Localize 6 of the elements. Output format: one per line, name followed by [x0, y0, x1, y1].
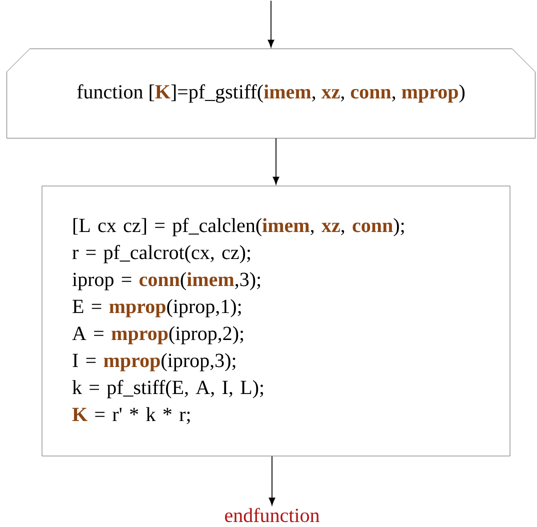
process-box: [L cx cz] = pf_calclen(imem, xz, conn); r = pf_calcrot(cx, cz); iprop = conn(imem,3); E = mprop(iprop,1); A = mprop(iprop,2); I = mprop(iprop,3); k = pf_stiff(E, A, I, L); K = r' * k * r; — [42, 186, 510, 456]
arrow — [268, 456, 276, 506]
end-label: endfunction — [225, 508, 320, 522]
function-header-box: function [K]=pf_gstiff(imem, xz, conn, mprop) — [6, 48, 536, 138]
arrow — [268, 0, 274, 48]
arrow — [272, 138, 280, 184]
